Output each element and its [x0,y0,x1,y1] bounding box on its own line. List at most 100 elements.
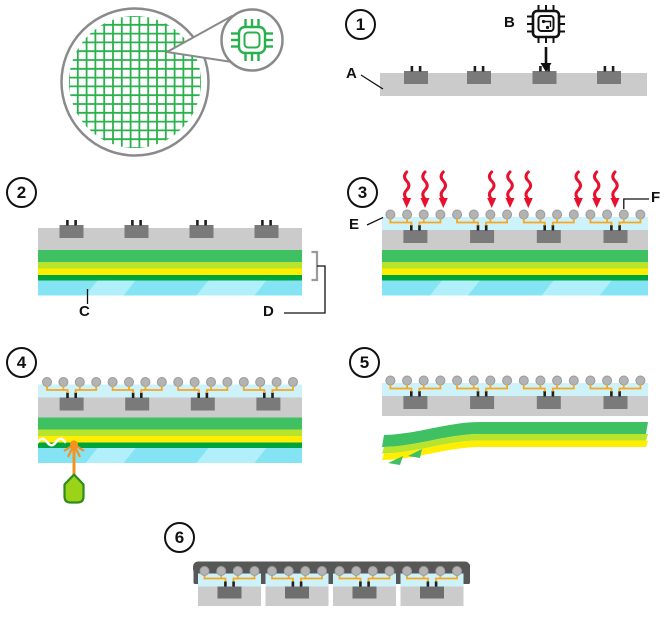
embedded-chip [285,586,309,599]
embedded-chip [124,225,149,238]
embedded-chip [603,230,628,243]
rdl-layer [400,573,464,587]
label-C-carrier: C [79,303,90,320]
redistribution-trace [203,575,256,582]
heat-wave [421,170,429,201]
redistribution-trace [177,386,229,393]
solder-bump [568,375,579,386]
solder-bump [618,209,629,220]
chip-pin [543,225,546,231]
solder-bump [452,566,462,576]
chip-pin [74,392,77,398]
embedded-chip [403,230,428,243]
redistribution-trace [456,218,508,226]
solder-bump [568,209,579,220]
chip-pin [205,392,209,398]
heat-wave [506,170,514,201]
substrate-bar [382,396,648,416]
solder-bump [602,209,613,220]
solder-bump [452,375,463,386]
solder-bump [552,375,563,386]
chip-pin [139,220,142,226]
chip-pin [197,392,200,398]
chip-pin [484,225,488,231]
redistribution-trace [46,386,98,393]
substrate-with-chips [380,66,647,96]
redistribution-trace [406,575,458,582]
redistribution-trace [456,384,508,392]
solder-bump [156,377,167,387]
substrate-bar [38,397,302,418]
debonded-panel [382,375,648,416]
solder-bump [585,209,596,220]
chip-pin [434,581,438,587]
redistribution-trace [589,218,642,226]
chip-pin [547,66,550,72]
embedded-chip [254,225,279,238]
chip-pin [232,581,235,587]
layer-yellow-green [382,262,648,269]
solder-bump [385,209,396,220]
layer-yellow-green [38,429,302,436]
heat-wave [439,170,448,201]
peel-arrow [408,449,422,458]
substrate-bar [380,73,647,96]
heat-arrowhead [505,198,515,208]
laser-spot [70,440,78,449]
solder-bump [435,209,446,220]
layer-yellow [38,268,302,275]
solder-bump [300,566,311,576]
redistribution-trace [389,384,442,392]
glass-shine [196,280,267,296]
chip-pin [410,391,413,397]
label-A-leader [360,74,384,90]
solder-bump [435,375,446,386]
chip-pin [131,220,134,226]
step3-diagram [366,170,649,296]
heat-wave [524,170,533,201]
heat-wave [487,170,496,201]
embedded-chip [470,396,495,409]
heat-arrowhead [523,198,533,208]
solder-bump [518,209,529,220]
embedded-chip [536,230,561,243]
chip-pin [610,225,613,231]
film-band [382,434,648,454]
solder-bump [334,566,345,576]
stack-with-rdl [382,209,648,296]
chip-pin [618,391,621,397]
solder-bump [552,209,563,220]
chip-pin [426,581,430,587]
step2-diagram [38,220,326,314]
solder-bump [485,209,496,220]
embedded-chip [403,396,428,409]
solder-bump [635,375,646,386]
layer-dark-green [382,275,648,281]
redistribution-trace [389,218,442,226]
chip-pin [476,391,480,397]
glass-shine [196,448,267,463]
solder-bump [107,377,118,387]
step-6-badge: 6 [164,522,195,553]
step5-diagram [382,375,648,465]
solder-bump [42,377,52,387]
solder-bump [222,377,233,387]
solder-bump [351,566,362,576]
layer-dark-green [38,275,302,281]
solder-bump [468,375,479,386]
solder-bump [249,566,260,576]
glass-shine [85,280,136,296]
layer-yellow [382,268,648,275]
heat-arrowhead [487,198,497,208]
chip-pin [543,391,546,397]
solder-bump [402,375,413,386]
layer-yellow-green [38,262,302,269]
redistribution-trace [111,386,163,393]
glass-shine [541,280,612,296]
embedded-chip [190,397,215,411]
chip-pin [410,225,413,231]
solder-bump [173,377,184,387]
solder-bump [189,377,200,387]
wafer-die-grid [69,16,201,148]
redistribution-trace [338,575,391,582]
